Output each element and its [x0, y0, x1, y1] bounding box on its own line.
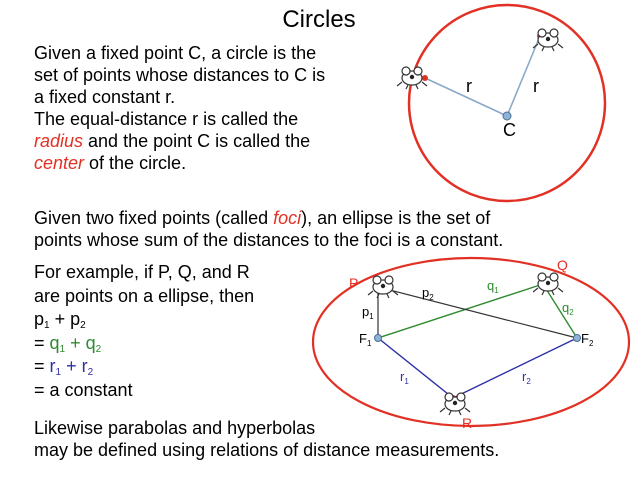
p2-line	[377, 286, 578, 339]
label-p: P	[349, 275, 358, 291]
circle-line-5: radius and the point C is called the	[34, 131, 311, 151]
radius-label-right: r	[533, 76, 539, 96]
closing-text: Likewise parabolas and hyperbolas may be…	[34, 417, 499, 461]
label-r1: r1	[400, 369, 409, 386]
radius-line-1	[424, 77, 508, 117]
center-point	[502, 111, 512, 121]
q2-line	[542, 283, 578, 339]
p-sum: p1 + p2	[34, 309, 86, 331]
label-r: R	[462, 415, 472, 431]
radius-line-2	[506, 35, 541, 117]
r2-line	[452, 337, 578, 399]
label-p2: p2	[422, 285, 434, 302]
circle-line-3: a fixed constant r.	[34, 87, 176, 107]
radius-label-left: r	[466, 76, 472, 96]
circle-outline	[407, 3, 607, 203]
label-q1: q1	[487, 278, 499, 295]
radius-term: radius	[34, 131, 84, 151]
constant-line: = a constant	[34, 379, 133, 400]
center-label: C	[503, 120, 516, 140]
example-line-1: For example, if P, Q, and R	[34, 262, 250, 282]
slide-title: Circles	[282, 6, 356, 33]
ellipse-definition: Given two fixed points (called foci), an…	[34, 207, 503, 251]
closing-line-2: may be defined using relations of distan…	[34, 440, 500, 460]
ellipse-outline	[311, 256, 631, 428]
circle-line-4: The equal-distance r is called the	[34, 109, 299, 129]
critter-icon	[367, 275, 399, 299]
label-f2: F2	[581, 331, 594, 348]
ellipse-line-1: Given two fixed points (called foci), an…	[34, 208, 491, 228]
label-f1: F1	[359, 331, 372, 348]
focus-f2	[573, 334, 581, 342]
r1-line	[377, 337, 454, 399]
circle-definition: Given a fixed point C, a circle is the s…	[34, 42, 325, 174]
label-q2: q2	[562, 300, 574, 317]
example-line-2: are points on a ellipse, then	[34, 285, 255, 306]
focus-f1	[374, 334, 382, 342]
q-sum: = q1 + q2	[34, 332, 102, 355]
label-p1: p1	[362, 304, 374, 321]
circle-line-2: set of points whose distances to C is	[34, 65, 326, 85]
circle-line-6: center of the circle.	[34, 153, 187, 173]
q1-line	[377, 283, 544, 339]
example-text: For example, if P, Q, and R are points o…	[34, 261, 254, 402]
closing-line-1: Likewise parabolas and hyperbolas	[34, 418, 316, 438]
ellipse-line-2: points whose sum of the distances to the…	[34, 230, 504, 250]
label-q: Q	[557, 257, 568, 273]
r-sum: = r1 + r2	[34, 356, 94, 378]
circle-line-1: Given a fixed point C, a circle is the	[34, 43, 317, 63]
circle-point-left	[422, 75, 428, 81]
label-r2: r2	[522, 369, 531, 386]
foci-term: foci	[273, 208, 302, 228]
center-term: center	[34, 153, 85, 173]
